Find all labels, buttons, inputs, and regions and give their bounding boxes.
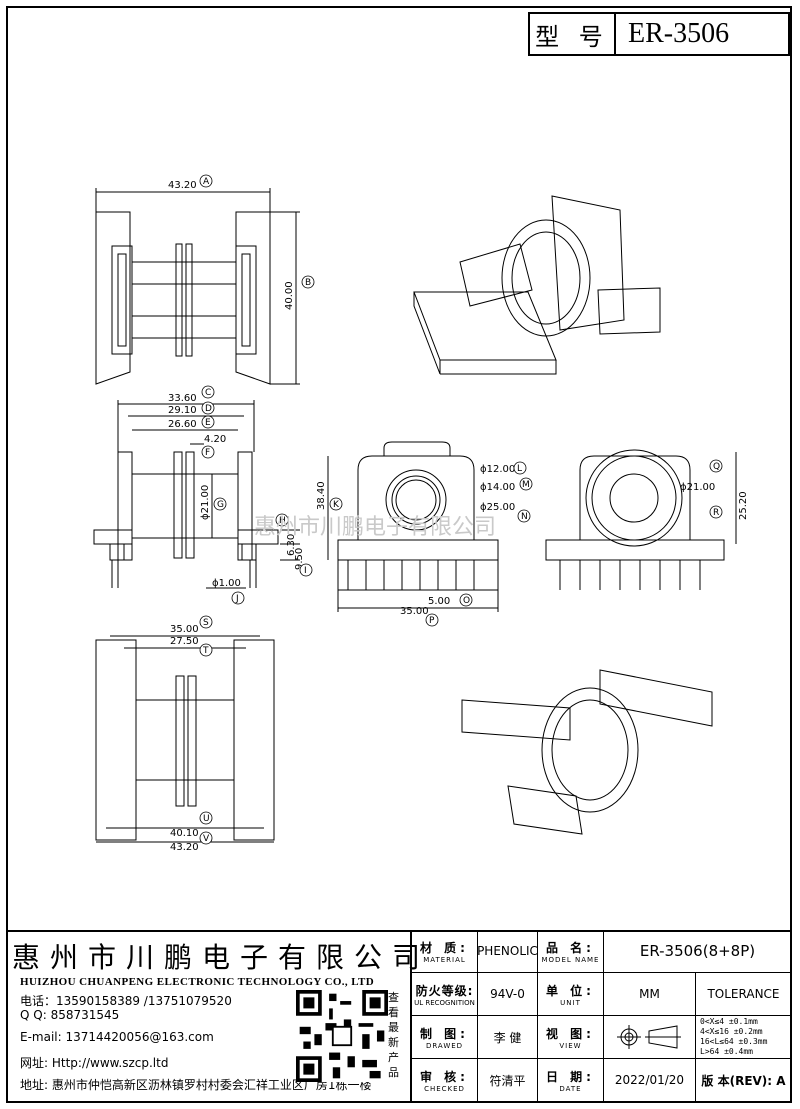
technical-drawing: 43.20 40.00 33.60 29.10 26.60 4.20 ϕ21.0… [93, 174, 749, 853]
model-name-value: ER-3506(8+8P) [604, 930, 792, 973]
svg-text:C: C [205, 388, 211, 398]
view-label: 视 图:VIEW [538, 1016, 604, 1059]
dim-o: 5.00 [428, 596, 450, 607]
isometric-view-top [413, 195, 661, 375]
dim-d: 29.10 [168, 405, 197, 416]
svg-text:P: P [429, 616, 435, 626]
unit-value: MM [604, 973, 696, 1016]
flame-label: 防火等级:UL RECOGNITION [412, 973, 478, 1016]
dim-s: 35.00 [170, 624, 199, 635]
top-view [95, 188, 300, 385]
drawn-label: 制 图:DRAWED [412, 1016, 478, 1059]
model-name-label: 品 名:MODEL NAME [538, 930, 604, 973]
svg-text:I: I [304, 566, 307, 576]
reference-labels: A B C D E F G H I J K L M N O P Q R S T … [202, 177, 720, 844]
checked-label: 审 核:CHECKED [412, 1059, 478, 1102]
svg-text:M: M [522, 480, 530, 490]
pins-side [347, 560, 701, 590]
svg-text:O: O [463, 596, 470, 606]
dim-r: 25.20 [738, 491, 749, 520]
dim-n: ϕ25.00 [480, 502, 515, 513]
isometric-view-bottom [461, 669, 713, 835]
website[interactable]: 网址: Http://www.szcp.ltd [20, 1056, 169, 1070]
svg-text:A: A [203, 177, 210, 187]
svg-text:H: H [279, 516, 286, 526]
end-view [545, 449, 737, 561]
flame-value: 94V-0 [478, 973, 538, 1016]
svg-text:V: V [203, 834, 210, 844]
qr-code-icon[interactable] [296, 990, 388, 1082]
phone: 电话：13590158389 /13751079520 [20, 994, 232, 1008]
watermark: 惠州市川鹏电子有限公司 [254, 515, 496, 540]
revision: 版 本(REV): A [696, 1059, 792, 1102]
dim-h: 6.30 [286, 534, 297, 556]
dim-c: 33.60 [168, 393, 197, 404]
dim-t: 27.50 [170, 636, 199, 647]
svg-text:J: J [235, 594, 239, 604]
material-label: 材 质:MATERIAL [412, 930, 478, 973]
dim-b: 40.00 [284, 281, 295, 310]
tolerance-values: 0<X≤4 ±0.1mm 4<X≤16 ±0.2mm 16<L≤64 ±0.3m… [696, 1016, 792, 1059]
dim-j: ϕ1.00 [212, 578, 241, 589]
dim-q: ϕ21.00 [680, 482, 715, 493]
address: 地址: 惠州市仲恺高新区沥林镇罗村村委会汇祥工业区厂房1栋一楼 [20, 1078, 372, 1092]
bottom-view [95, 635, 275, 843]
drawn-value: 李 健 [478, 1016, 538, 1059]
material-value: PHENOLIC [477, 930, 538, 973]
svg-text:F: F [205, 448, 210, 458]
qq: Q Q: 858731545 [20, 1008, 120, 1022]
svg-text:L: L [517, 464, 522, 474]
dim-p: 35.00 [400, 606, 429, 617]
dim-u: 40.10 [170, 828, 199, 839]
bottom-block [8, 930, 790, 1104]
qr-caption: 查看最新产品 [388, 991, 399, 1079]
svg-text:T: T [202, 646, 209, 656]
svg-text:Q: Q [713, 462, 720, 472]
dim-l: ϕ12.00 [480, 464, 515, 475]
svg-text:K: K [333, 500, 340, 510]
svg-text:N: N [521, 512, 528, 522]
title-block: 型 号 ER-3506 [528, 12, 790, 56]
unit-label: 单 位:UNIT [538, 973, 604, 1016]
dim-a: 43.20 [168, 180, 197, 191]
svg-text:G: G [217, 500, 224, 510]
dim-i: 9.50 [294, 548, 305, 570]
dim-v: 43.20 [170, 842, 199, 853]
company-name-en: HUIZHOU CHUANPENG ELECTRONIC TECHNOLOGY … [20, 976, 375, 988]
svg-text:B: B [305, 278, 311, 288]
spec-table: 材 质:MATERIAL PHENOLIC 品 名:MODEL NAME ER-… [410, 930, 792, 1102]
model-label: 型 号 [530, 14, 616, 54]
drawing-frame [6, 6, 792, 1103]
projection-symbol-icon [604, 1016, 696, 1059]
svg-text:U: U [203, 814, 210, 824]
dim-k: 38.40 [316, 481, 327, 510]
svg-text:E: E [205, 418, 211, 428]
svg-text:R: R [713, 508, 719, 518]
checked-value: 符清平 [478, 1059, 538, 1102]
date-label: 日 期:DATE [538, 1059, 604, 1102]
svg-text:D: D [205, 404, 212, 414]
email: E-mail: 13714420056@163.com [20, 1030, 214, 1044]
dim-g: ϕ21.00 [200, 485, 211, 520]
date-value: 2022/01/20 [604, 1059, 696, 1102]
dim-f: 4.20 [204, 434, 226, 445]
tolerance-header: TOLERANCE [696, 973, 792, 1016]
company-name: 惠州市川鹏电子有限公司 [12, 941, 431, 974]
side-view [327, 441, 499, 612]
front-view [93, 400, 300, 589]
dim-m: ϕ14.00 [480, 482, 515, 493]
model-number: ER-3506 [628, 18, 730, 49]
svg-text:S: S [203, 618, 209, 628]
dim-e: 26.60 [168, 419, 197, 430]
